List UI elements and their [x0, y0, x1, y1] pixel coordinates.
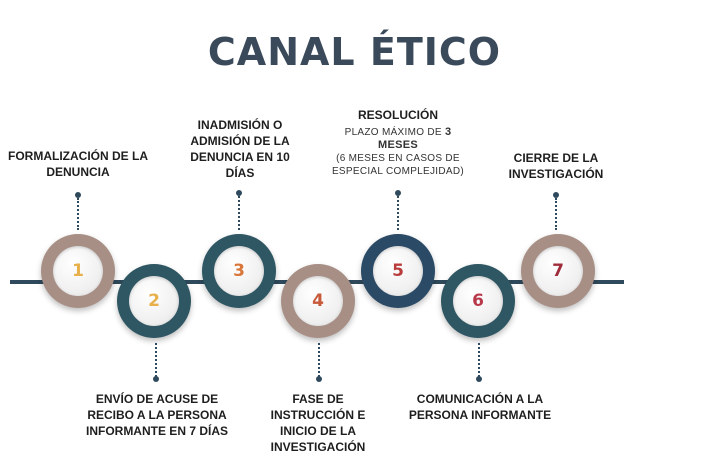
step-4-circle: 4 [281, 264, 355, 338]
step-5-number: 5 [392, 261, 404, 281]
step-3-label: INADMISIÓN O ADMISIÓN DE LA DENUNCIA EN … [182, 117, 298, 181]
step-7-circle: 7 [521, 234, 595, 308]
step-3-connector-dot [236, 190, 242, 196]
step-7-label-text: CIERRE DE LA INVESTIGACIÓN [508, 151, 604, 181]
step-5-inner: 5 [373, 246, 423, 296]
step-6-inner: 6 [453, 276, 503, 326]
step-3-circle: 3 [202, 234, 276, 308]
step-5-label: RESOLUCIÓN PLAZO MÁXIMO DE 3 MESES (6 ME… [326, 107, 470, 178]
step-2-connector [155, 343, 157, 377]
step-6-label: COMUNICACIÓN A LA PERSONA INFORMANTE [404, 391, 556, 423]
step-4-label-text: FASE DE INSTRUCCIÓN E INICIO DE LA INVES… [270, 392, 366, 454]
page-title: CANAL ÉTICO [207, 30, 502, 74]
step-3-inner: 3 [214, 246, 264, 296]
step-1-connector [77, 198, 79, 230]
step-1-label-text: FORMALIZACIÓN DE LA DENUNCIA [8, 149, 148, 179]
step-7-label: CIERRE DE LA INVESTIGACIÓN [496, 150, 616, 182]
step-4-label: FASE DE INSTRUCCIÓN E INICIO DE LA INVES… [262, 391, 374, 455]
step-6-connector [478, 343, 480, 377]
step-1-label: FORMALIZACIÓN DE LA DENUNCIA [8, 148, 148, 180]
step-5-sub-prefix: PLAZO MÁXIMO DE [344, 127, 445, 138]
step-6-label-text: COMUNICACIÓN A LA PERSONA INFORMANTE [408, 392, 552, 422]
step-5-connector [397, 196, 399, 230]
step-1-connector-dot [75, 192, 81, 198]
step-4-number: 4 [312, 291, 324, 311]
step-2-connector-dot [153, 376, 159, 382]
step-1-number: 1 [72, 261, 84, 281]
step-1-circle: 1 [41, 234, 115, 308]
step-4-connector-dot [316, 376, 322, 382]
step-7-connector [555, 198, 557, 230]
step-2-number: 2 [148, 291, 160, 311]
step-5-sub-bold: 3 MESES [377, 126, 452, 151]
step-5-sub-rest: (6 MESES EN CASOS DE ESPECIAL COMPLEJIDA… [331, 153, 465, 177]
step-7-number: 7 [552, 261, 564, 281]
step-3-number: 3 [233, 261, 245, 281]
step-5-label-text: RESOLUCIÓN [357, 108, 438, 122]
step-6-number: 6 [472, 291, 484, 311]
step-5-connector-dot [395, 190, 401, 196]
step-6-circle: 6 [441, 264, 515, 338]
step-7-inner: 7 [533, 246, 583, 296]
step-5-circle: 5 [361, 234, 435, 308]
step-3-connector [238, 196, 240, 230]
step-2-circle: 2 [117, 264, 191, 338]
step-2-inner: 2 [129, 276, 179, 326]
step-7-connector-dot [553, 192, 559, 198]
step-5-sublabel: PLAZO MÁXIMO DE 3 MESES (6 MESES EN CASO… [326, 126, 470, 178]
step-2-label: ENVÍO DE ACUSE DE RECIBO A LA PERSONA IN… [78, 391, 236, 439]
step-1-inner: 1 [53, 246, 103, 296]
step-3-label-text: INADMISIÓN O ADMISIÓN DE LA DENUNCIA EN … [190, 118, 290, 180]
step-6-connector-dot [476, 376, 482, 382]
step-4-inner: 4 [293, 276, 343, 326]
step-2-label-text: ENVÍO DE ACUSE DE RECIBO A LA PERSONA IN… [85, 392, 228, 438]
step-4-connector [318, 343, 320, 377]
